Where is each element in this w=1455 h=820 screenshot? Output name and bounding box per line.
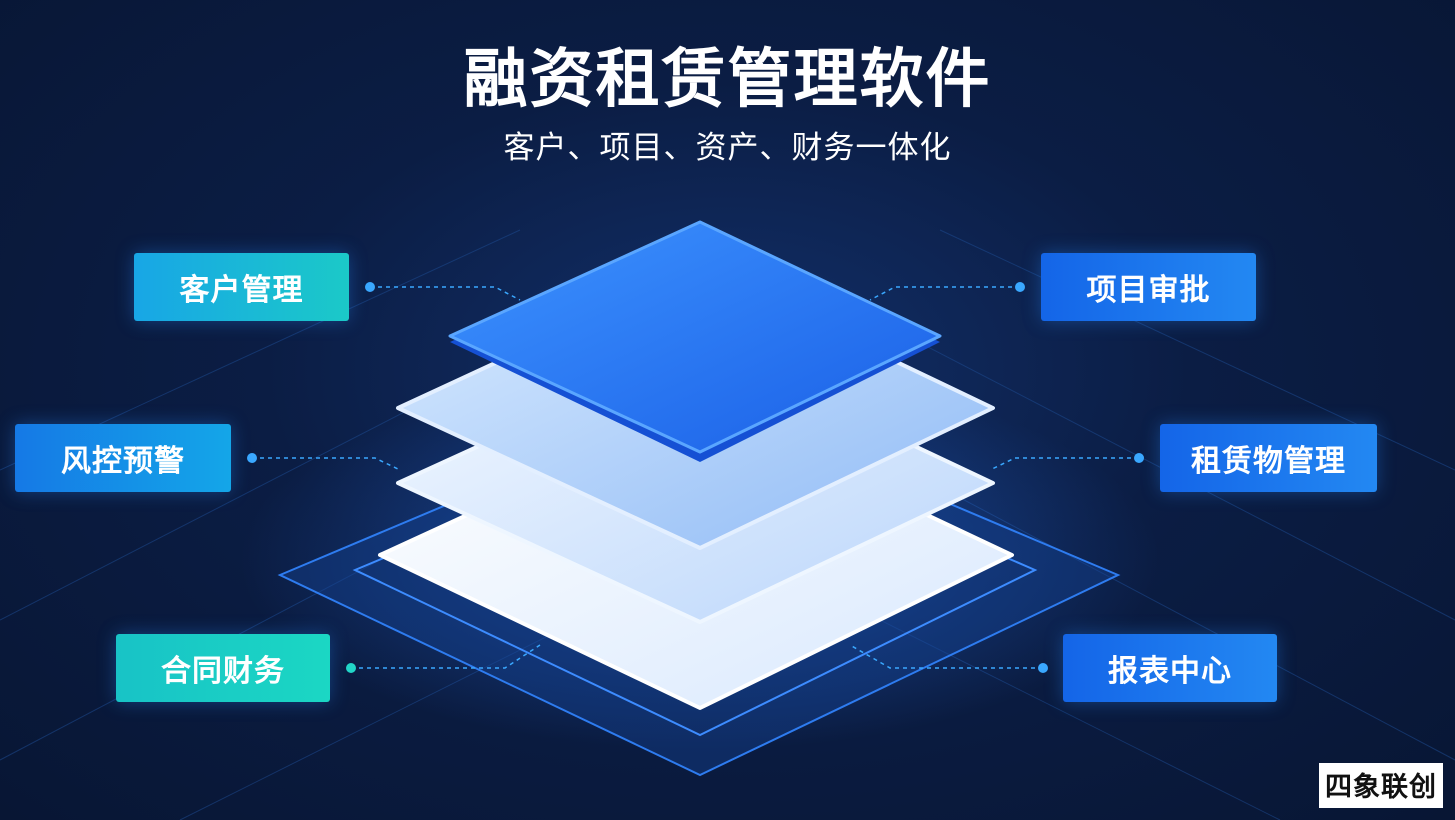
page-subtitle: 客户、项目、资产、财务一体化 [503, 130, 952, 166]
module-contract-finance: 合同财务 [116, 634, 330, 702]
module-risk-warning: 风控预警 [15, 424, 231, 492]
page-title: 融资租赁管理软件 [463, 43, 992, 117]
module-project-approval: 项目审批 [1041, 253, 1256, 321]
module-leased-asset-management: 租赁物管理 [1160, 424, 1377, 492]
module-report-center: 报表中心 [1063, 634, 1277, 702]
brand-watermark: 四象联创 [1319, 763, 1443, 808]
module-customer-management: 客户管理 [134, 253, 349, 321]
